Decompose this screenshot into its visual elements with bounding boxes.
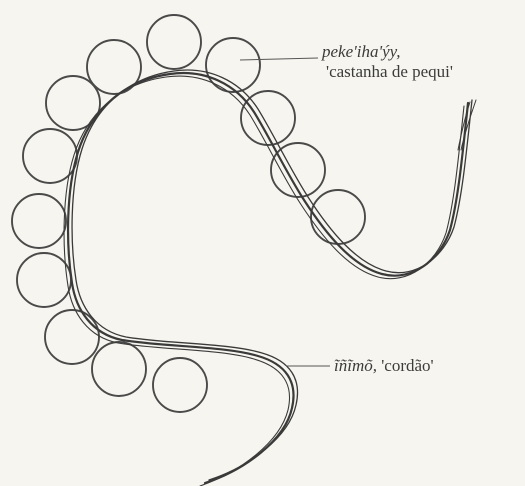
label-cordao-term: ĩñĩmõ, bbox=[334, 356, 377, 375]
cord bbox=[64, 70, 476, 486]
pequi-nut bbox=[17, 253, 71, 307]
label-pequi-gloss: 'castanha de pequi' bbox=[326, 62, 453, 82]
pequi-nut bbox=[45, 310, 99, 364]
label-cordao-gloss: 'cordão' bbox=[381, 356, 433, 375]
label-pequi-nut: peke'iha'ýy, 'castanha de pequi' bbox=[322, 42, 453, 82]
pequi-nut bbox=[311, 190, 365, 244]
label-pequi-term: peke'iha'ýy, bbox=[322, 42, 401, 61]
pequi-nut bbox=[12, 194, 66, 248]
label-cord: ĩñĩmõ, 'cordão' bbox=[334, 356, 434, 376]
pequi-nut bbox=[92, 342, 146, 396]
leader-line-pequi bbox=[240, 58, 318, 60]
pequi-nut bbox=[147, 15, 201, 69]
pequi-nut bbox=[153, 358, 207, 412]
